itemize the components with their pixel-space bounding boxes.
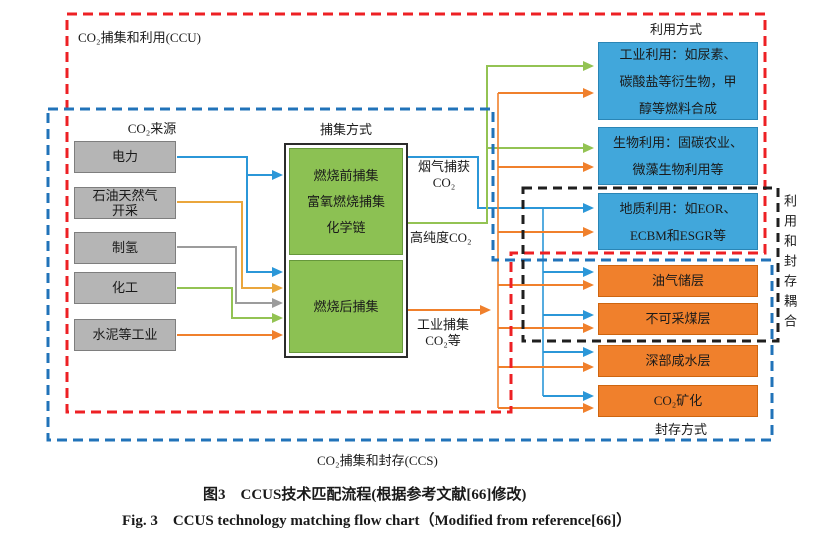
source-box-oilgas: 石油天然气 开采 [74, 187, 176, 219]
utilization-box-geological: 地质利用：如EOR、 ECBM和ESGR等 [598, 193, 758, 250]
ccs-boundary [46, 107, 774, 442]
source-box-oilgas-label: 石油天然气 开采 [92, 188, 158, 218]
capture-box-pre-combustion-label: 燃烧前捕集 富氧燃烧捕集 化学链 [306, 167, 385, 235]
source-box-hydrogen-label: 制氢 [111, 240, 138, 255]
source-box-power: 电力 [74, 141, 176, 173]
storage-box-mineralization-label: CO₂矿化 [653, 393, 703, 408]
caption-chinese: 图3 CCUS技术匹配流程(根据参考文献[66]修改) [203, 487, 527, 503]
source-box-chemical: 化工 [74, 272, 176, 304]
connector-hydrogen [177, 246, 283, 308]
source-box-cement: 水泥等工业 [74, 319, 176, 351]
sources-title: CO₂来源 [127, 121, 177, 136]
stream-label-industrial: 工业捕集 CO₂等 [416, 317, 469, 348]
storage-box-coal-seam: 不可采煤层 [598, 303, 758, 335]
utilization-box-industrial-label: 工业利用：如尿素、 碳酸盐等衍生物，甲 醇等燃料合成 [619, 46, 737, 116]
storage-box-reservoir: 油气储层 [598, 265, 758, 297]
storage-box-coal-seam-label: 不可采煤层 [645, 311, 711, 326]
capture-box-post-combustion: 燃烧后捕集 [289, 260, 403, 353]
stream-label-flue-gas: 烟气捕获 CO₂ [417, 159, 470, 190]
capture-box-pre-combustion: 燃烧前捕集 富氧燃烧捕集 化学链 [289, 148, 403, 255]
ccs-label: CO₂捕集和封存(CCS) [317, 453, 438, 468]
utilization-box-geological-label: 地质利用：如EOR、 ECBM和ESGR等 [619, 200, 737, 243]
ccu-boundary [65, 12, 767, 414]
ccu-label: CO₂捕集和利用(CCU) [78, 30, 201, 45]
utilization-title: 利用方式 [649, 22, 702, 37]
source-box-hydrogen: 制氢 [74, 232, 176, 264]
utilization-box-biological: 生物利用：固碳农业、 微藻生物利用等 [598, 127, 758, 185]
connector-purity-industrial [406, 61, 594, 224]
storage-box-saline-aquifer-label: 深部咸水层 [645, 353, 711, 368]
source-box-power-label: 电力 [111, 149, 138, 164]
capture-box-post-combustion-label: 燃烧后捕集 [313, 298, 379, 314]
utilization-box-biological-label: 生物利用：固碳农业、 微藻生物利用等 [612, 135, 743, 177]
capture-title: 捕集方式 [319, 122, 372, 137]
coupling-boundary [521, 186, 780, 343]
connector-power-post [177, 156, 283, 277]
connector-chemical [177, 287, 283, 323]
caption-english: Fig. 3 CCUS technology matching flow cha… [122, 513, 632, 529]
stream-label-high-purity: 高纯度CO₂ [410, 230, 472, 245]
connector-oilgas [177, 201, 283, 293]
source-box-cement-label: 水泥等工业 [92, 327, 158, 342]
source-box-chemical-label: 化工 [111, 280, 138, 295]
coupling-label: 利用和封存耦合 [782, 194, 797, 334]
storage-title: 封存方式 [654, 422, 707, 437]
storage-box-saline-aquifer: 深部咸水层 [598, 345, 758, 377]
utilization-box-industrial: 工业利用：如尿素、 碳酸盐等衍生物，甲 醇等燃料合成 [598, 42, 758, 120]
storage-box-reservoir-label: 油气储层 [651, 273, 704, 288]
storage-box-mineralization: CO₂矿化 [598, 385, 758, 417]
connector-fluegas-geological [406, 156, 594, 213]
